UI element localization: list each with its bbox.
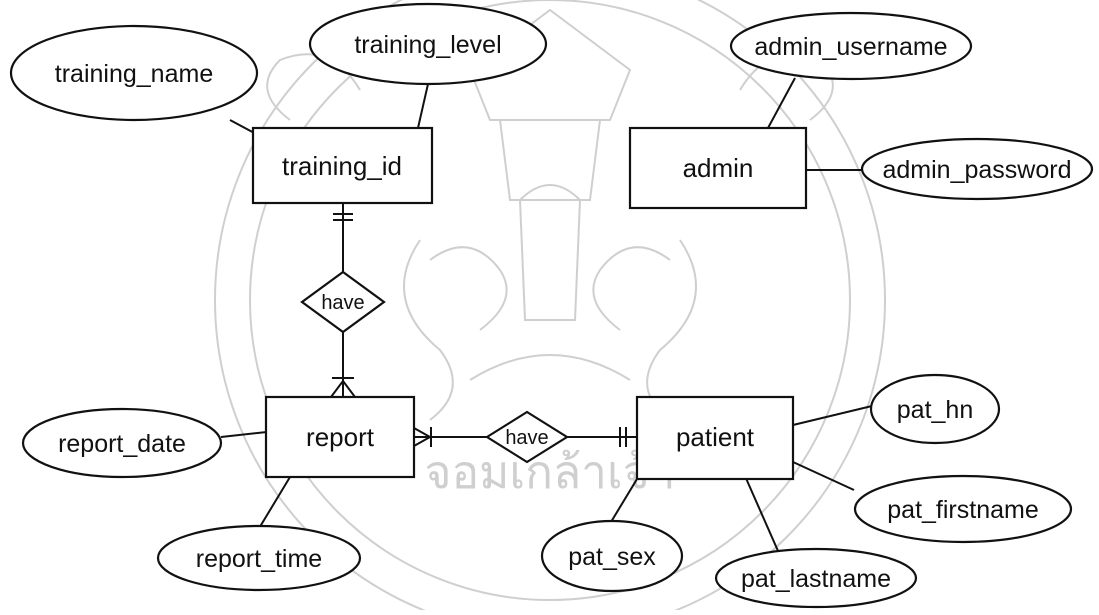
attribute-pat-hn-label: pat_hn [897, 396, 973, 424]
attribute-report-date: report_date [21, 407, 223, 479]
entity-training-label: training_id [282, 151, 402, 181]
attribute-training-name-label: training_name [55, 60, 213, 88]
watermark-bottom-text: จอมเกล้าเจ้า [424, 445, 675, 499]
attribute-training-level: training_level [308, 2, 548, 86]
attribute-training-level-label: training_level [354, 31, 501, 59]
attribute-admin-username: admin_username [729, 11, 973, 81]
attribute-report-time-label: report_time [196, 545, 322, 573]
attribute-pat-sex: pat_sex [540, 519, 684, 593]
connector-lines [220, 77, 873, 561]
attribute-training-name: training_name [9, 24, 259, 122]
relationship-training-report-label: have [321, 292, 364, 314]
attribute-pat-firstname-label: pat_firstname [887, 496, 1038, 524]
attribute-pat-lastname-label: pat_lastname [741, 565, 891, 593]
attribute-pat-firstname: pat_firstname [853, 474, 1073, 544]
relationship-report-patient: have [484, 410, 570, 464]
attribute-pat-lastname: pat_lastname [714, 547, 918, 609]
entity-training: training_id [251, 126, 434, 205]
entity-report: report [264, 395, 416, 479]
attribute-pat-sex-label: pat_sex [568, 543, 656, 571]
relationship-report-patient-label: have [505, 427, 548, 449]
attribute-report-time: report_time [156, 524, 362, 592]
entity-patient: patient [635, 395, 795, 481]
attribute-admin-password-label: admin_password [883, 156, 1072, 184]
entity-patient-label: patient [676, 422, 755, 452]
attribute-admin-password: admin_password [860, 137, 1094, 201]
attribute-report-date-label: report_date [58, 430, 186, 458]
relationship-line-report-patient [413, 427, 637, 447]
entity-admin-label: admin [683, 153, 754, 183]
relationship-line-training-report [330, 203, 356, 398]
entity-report-label: report [306, 422, 375, 452]
attribute-admin-username-label: admin_username [754, 33, 947, 61]
attribute-pat-hn: pat_hn [869, 373, 1001, 445]
relationship-training-report: have [300, 270, 386, 334]
entity-admin: admin [628, 126, 808, 210]
watermark-seal [214, 0, 886, 615]
